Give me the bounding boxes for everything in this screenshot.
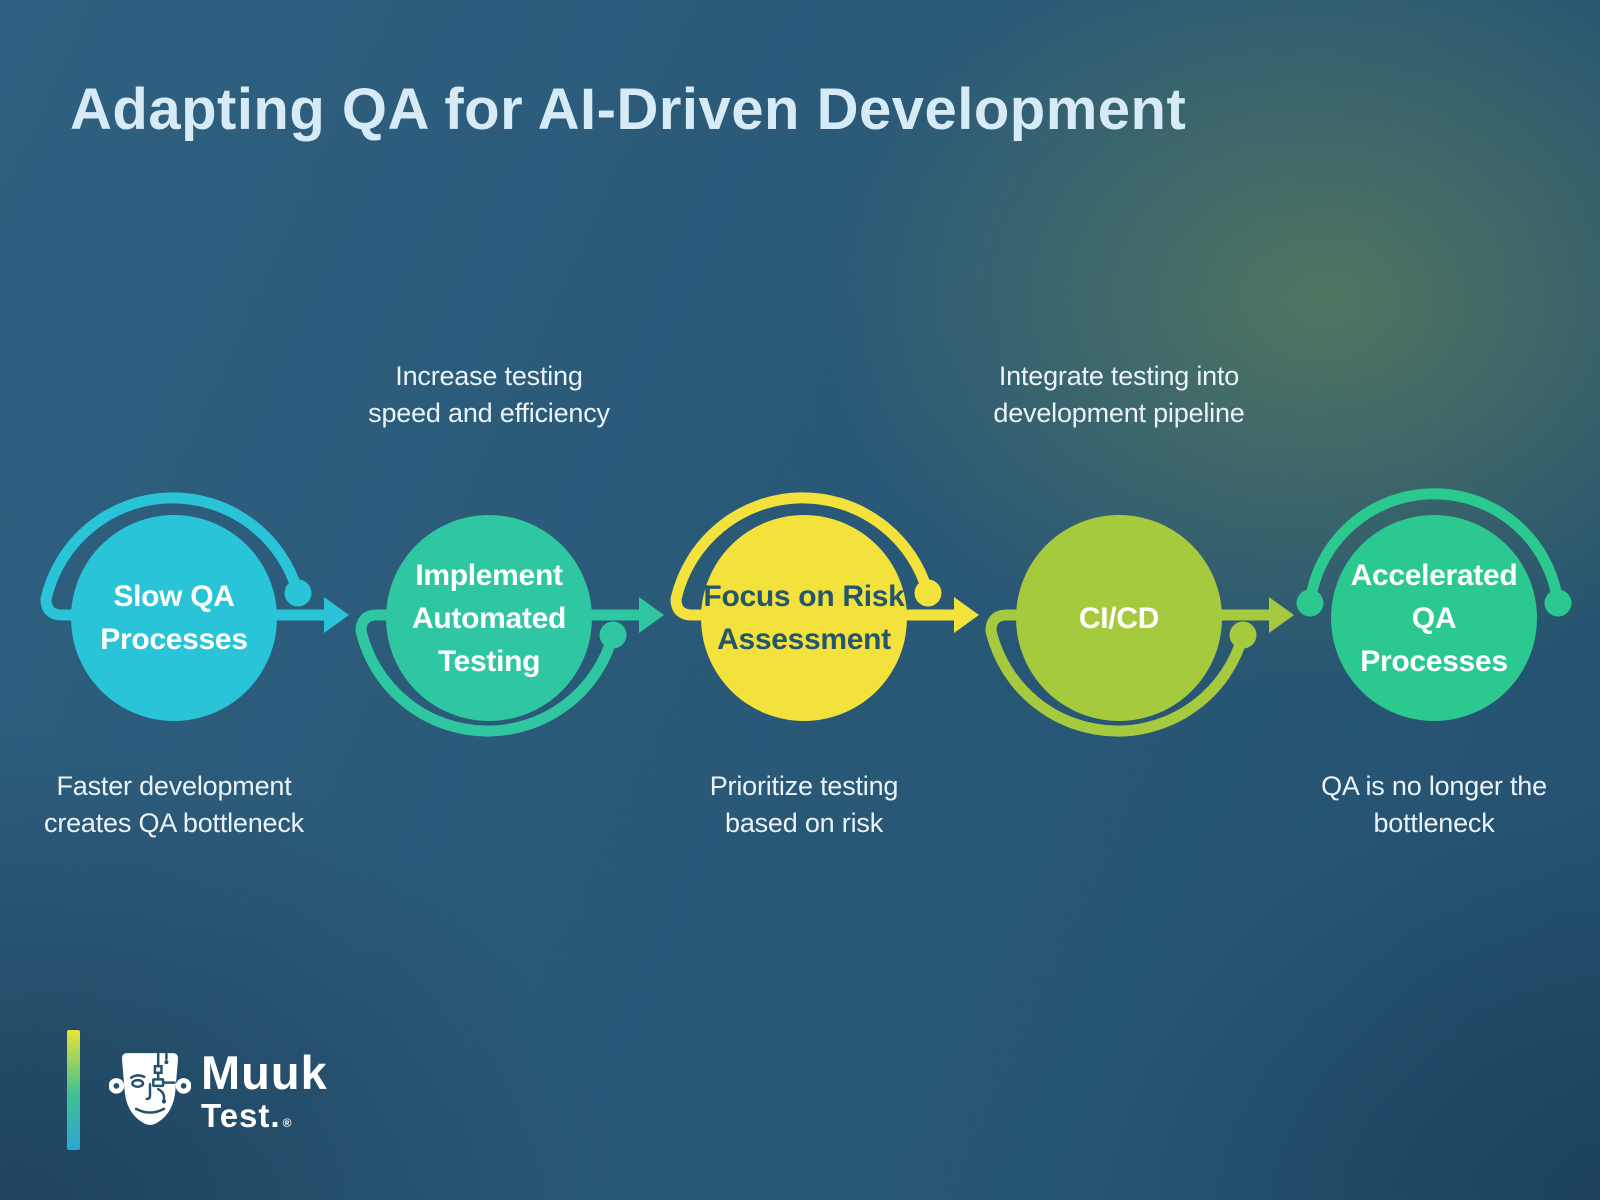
caption-line: Increase testing (395, 361, 583, 391)
step-focus-on-risk-assessment: Focus on Risk Assessment Prioritize test… (614, 0, 994, 1200)
caption-line: QA is no longer the (1321, 771, 1547, 801)
logo-brand-line2: Test.® (201, 1098, 328, 1141)
circle-label-line: Testing (437, 644, 541, 678)
step-ci-cd: CI/CD Integrate testing into development… (929, 0, 1309, 1200)
caption-line: speed and efficiency (368, 398, 610, 428)
step-caption: Integrate testing into development pipel… (929, 358, 1309, 432)
circle-label-line: QA (1411, 601, 1457, 635)
step-circle-ci-cd: CI/CD (1016, 515, 1222, 721)
step-accelerated-qa-processes: Accelerated QA Processes QA is no longer… (1244, 0, 1600, 1200)
circle-label-line: Focus on Risk (703, 580, 905, 613)
step-circle-automated-testing: Implement Automated Testing (386, 515, 592, 721)
muuktest-face-icon (109, 1051, 191, 1125)
circle-label-line: Processes (100, 623, 248, 656)
caption-line: Prioritize testing (709, 771, 899, 801)
registered-trademark: ® (282, 1116, 293, 1130)
logo-brand-line2-text: Test. (201, 1097, 281, 1134)
logo-wordmark: Muuk Test.® (201, 1048, 328, 1141)
caption-line: creates QA bottleneck (44, 808, 304, 838)
step-caption: Increase testing speed and efficiency (299, 358, 679, 432)
circle-label-line: Implement (415, 558, 563, 592)
step-slow-qa-processes: Slow QA Processes Faster development cre… (0, 0, 364, 1200)
page-title: Adapting QA for AI-Driven Development (70, 77, 1187, 142)
logo-gradient-bar (67, 1030, 80, 1150)
circle-label-line: Slow QA (113, 580, 235, 613)
caption-line: based on risk (725, 808, 883, 838)
circle-label-line: Automated (412, 601, 566, 635)
step-circle-accelerated-qa: Accelerated QA Processes (1331, 515, 1537, 721)
caption-line: bottleneck (1373, 808, 1495, 838)
logo-brand-line1: Muuk (201, 1046, 328, 1099)
step-caption: Prioritize testing based on risk (614, 768, 994, 842)
circle-label-line: CI/CD (1078, 601, 1160, 635)
caption-line: Faster development (56, 771, 292, 801)
step-implement-automated-testing: Implement Automated Testing Increase tes… (299, 0, 679, 1200)
circle-label-line: Processes (1360, 644, 1508, 678)
muuktest-logo: Muuk Test.® (67, 1028, 397, 1158)
circle-label-line: Accelerated (1350, 558, 1518, 592)
step-circle-slow-qa: Slow QA Processes (71, 515, 277, 721)
circle-label-line: Assessment (717, 623, 891, 656)
step-caption: Faster development creates QA bottleneck (0, 768, 364, 842)
step-circle-risk-assessment: Focus on Risk Assessment (701, 515, 907, 721)
step-caption: QA is no longer the bottleneck (1244, 768, 1600, 842)
caption-line: Integrate testing into (998, 361, 1240, 391)
caption-line: development pipeline (993, 398, 1245, 428)
